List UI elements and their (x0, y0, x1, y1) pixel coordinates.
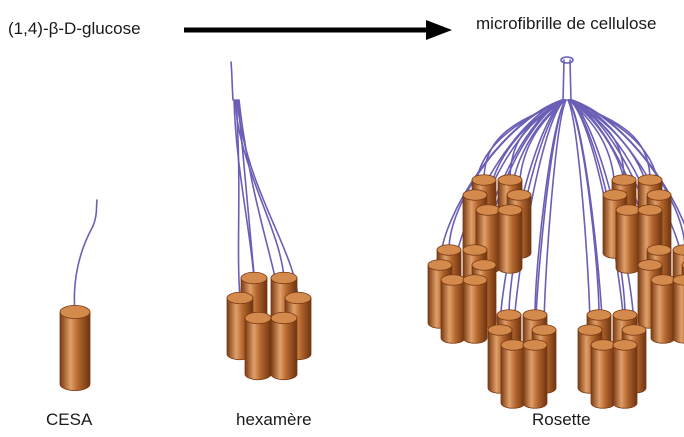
cylinder-body (245, 318, 271, 380)
cylinder-top (498, 175, 522, 186)
cylinder-body (523, 345, 547, 408)
cylinder-top (463, 245, 487, 256)
rosette-cylinder (441, 275, 465, 344)
rosette-cylinder (463, 275, 487, 344)
progression-arrow (184, 20, 452, 40)
cylinder-body (441, 280, 465, 343)
cylinder-top (245, 312, 271, 323)
rosette-strand (535, 100, 566, 345)
rosette-cylinder (673, 275, 684, 344)
rosette-cylinder (501, 340, 525, 409)
cylinder-top (638, 260, 662, 271)
cylinder-body (463, 280, 487, 343)
cylinder-body (673, 280, 684, 343)
cylinder-top (498, 205, 522, 216)
cylinder-top (428, 260, 452, 271)
cylinder-top (613, 340, 637, 351)
cylinder-top (488, 325, 512, 336)
hexamer-strand (237, 100, 298, 298)
cylinder-top (622, 325, 646, 336)
glucose-label: (1,4)-β-D-glucose (8, 19, 141, 39)
cylinder-top (227, 292, 253, 303)
cylinder-top (507, 190, 531, 201)
cylinder-top (587, 310, 611, 321)
microfibril-end (561, 57, 573, 63)
glucan-strands (74, 57, 684, 345)
cylinder-body (271, 318, 297, 380)
rosette-label: Rosette (532, 410, 591, 430)
cylinder-top (463, 275, 487, 286)
cylinder-top (612, 175, 636, 186)
cylinder-top (285, 292, 311, 303)
cylinder-top (437, 245, 461, 256)
cylinder-body (60, 312, 90, 391)
cylinder-top (603, 190, 627, 201)
cylinder-body (651, 280, 675, 343)
cylinder-top (441, 275, 465, 286)
cylinder-top (463, 190, 487, 201)
rosette-cylinder (591, 340, 615, 409)
cylinder-body (501, 345, 525, 408)
microfibril-label: microfibrille de cellulose (476, 14, 656, 34)
rosette-cylinder (651, 275, 675, 344)
cylinder-top (616, 205, 640, 216)
cylinder-top (591, 340, 615, 351)
right-arrow-icon (426, 20, 452, 40)
cesa-cylinder (60, 305, 90, 390)
cylinder-body (616, 210, 640, 273)
rosette-cylinder (613, 340, 637, 409)
hexamer-cylinder (271, 312, 297, 379)
cylinder-top (476, 205, 500, 216)
cylinder-body (498, 210, 522, 273)
cesa-label: CESA (46, 410, 92, 430)
microfibril-bundle (563, 60, 571, 102)
cylinder-top (271, 272, 297, 283)
cylinder-top (271, 312, 297, 323)
cylinder-top (523, 340, 547, 351)
cylinder-top (638, 205, 662, 216)
cylinder-top (613, 310, 637, 321)
cylinder-top (647, 190, 671, 201)
cylinder-top (501, 340, 525, 351)
rosette-strand (568, 100, 603, 345)
cylinder-body (613, 345, 637, 408)
cylinder-top (472, 175, 496, 186)
hexamer-strand-tip (231, 62, 233, 100)
cylinder-top (647, 245, 671, 256)
rosette-cylinder (616, 205, 640, 274)
rosette-cylinder (523, 340, 547, 409)
cylinder-top (241, 272, 267, 283)
cylinder-top (472, 260, 496, 271)
cesa-strand (74, 200, 97, 312)
hexamer-label: hexamère (236, 410, 312, 430)
cylinder-top (638, 175, 662, 186)
cylinder-top (497, 310, 521, 321)
cylinder-body (591, 345, 615, 408)
cylinder-top (651, 275, 675, 286)
cylinder-top (523, 310, 547, 321)
rosette-cylinder (498, 205, 522, 274)
cylinder-top (532, 325, 556, 336)
cylinder-top (60, 305, 90, 318)
hexamer-cylinder (245, 312, 271, 379)
cylinder-top (578, 325, 602, 336)
